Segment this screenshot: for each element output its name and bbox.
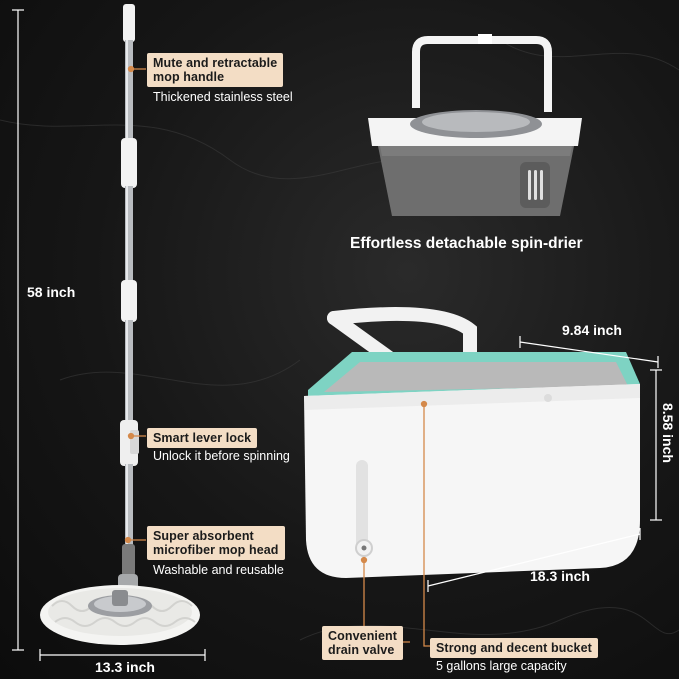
mop-width-dimension-line [39,649,206,661]
drain-callout-line-2: drain valve [328,643,395,657]
drain-callout-label: Convenient drain valve [322,626,404,660]
mop-handle [118,4,139,596]
bucket [304,307,640,578]
mophead-callout-label: Super absorbent microfiber mop head [147,526,285,560]
spin-drier [368,34,582,216]
handle-callout-line-1: Mute and retractable [153,56,278,70]
bucket-width-dimension-line [519,336,659,368]
handle-callout-label: Mute and retractable mop handle [147,53,284,87]
lever-callout-label: Smart lever lock [147,428,258,448]
drain-callout-line-1: Convenient [328,629,398,643]
mop-width-label: 13.3 inch [95,659,155,675]
bucket-callout-label: Strong and decent bucket [430,638,598,658]
spin-drier-headline: Effortless detachable spin-drier [350,235,583,252]
bucket-width-label: 9.84 inch [562,322,622,338]
handle-callout-line-2: mop handle [153,70,225,84]
bucket-height-label: 8.58 inch [660,403,676,463]
mophead-callout-line-1: Super absorbent [153,529,254,543]
lever-callout-line-1: Smart lever lock [153,431,252,445]
mop-height-label: 58 inch [27,284,76,300]
handle-callout-note: Thickened stainless steel [153,90,293,104]
bucket-length-dimension-line [427,528,641,592]
bucket-callout-line-1: Strong and decent bucket [436,641,592,655]
mophead-callout-line-2: microfiber mop head [153,543,279,557]
bucket-height-dimension-line [650,369,662,521]
mophead-callout-note: Washable and reusable [153,563,284,577]
mop-height-dimension-line [12,9,24,651]
mop-head [40,585,200,645]
bucket-callout-note: 5 gallons large capacity [436,659,567,673]
lever-callout-note: Unlock it before spinning [153,449,290,463]
bucket-length-label: 18.3 inch [530,568,590,584]
